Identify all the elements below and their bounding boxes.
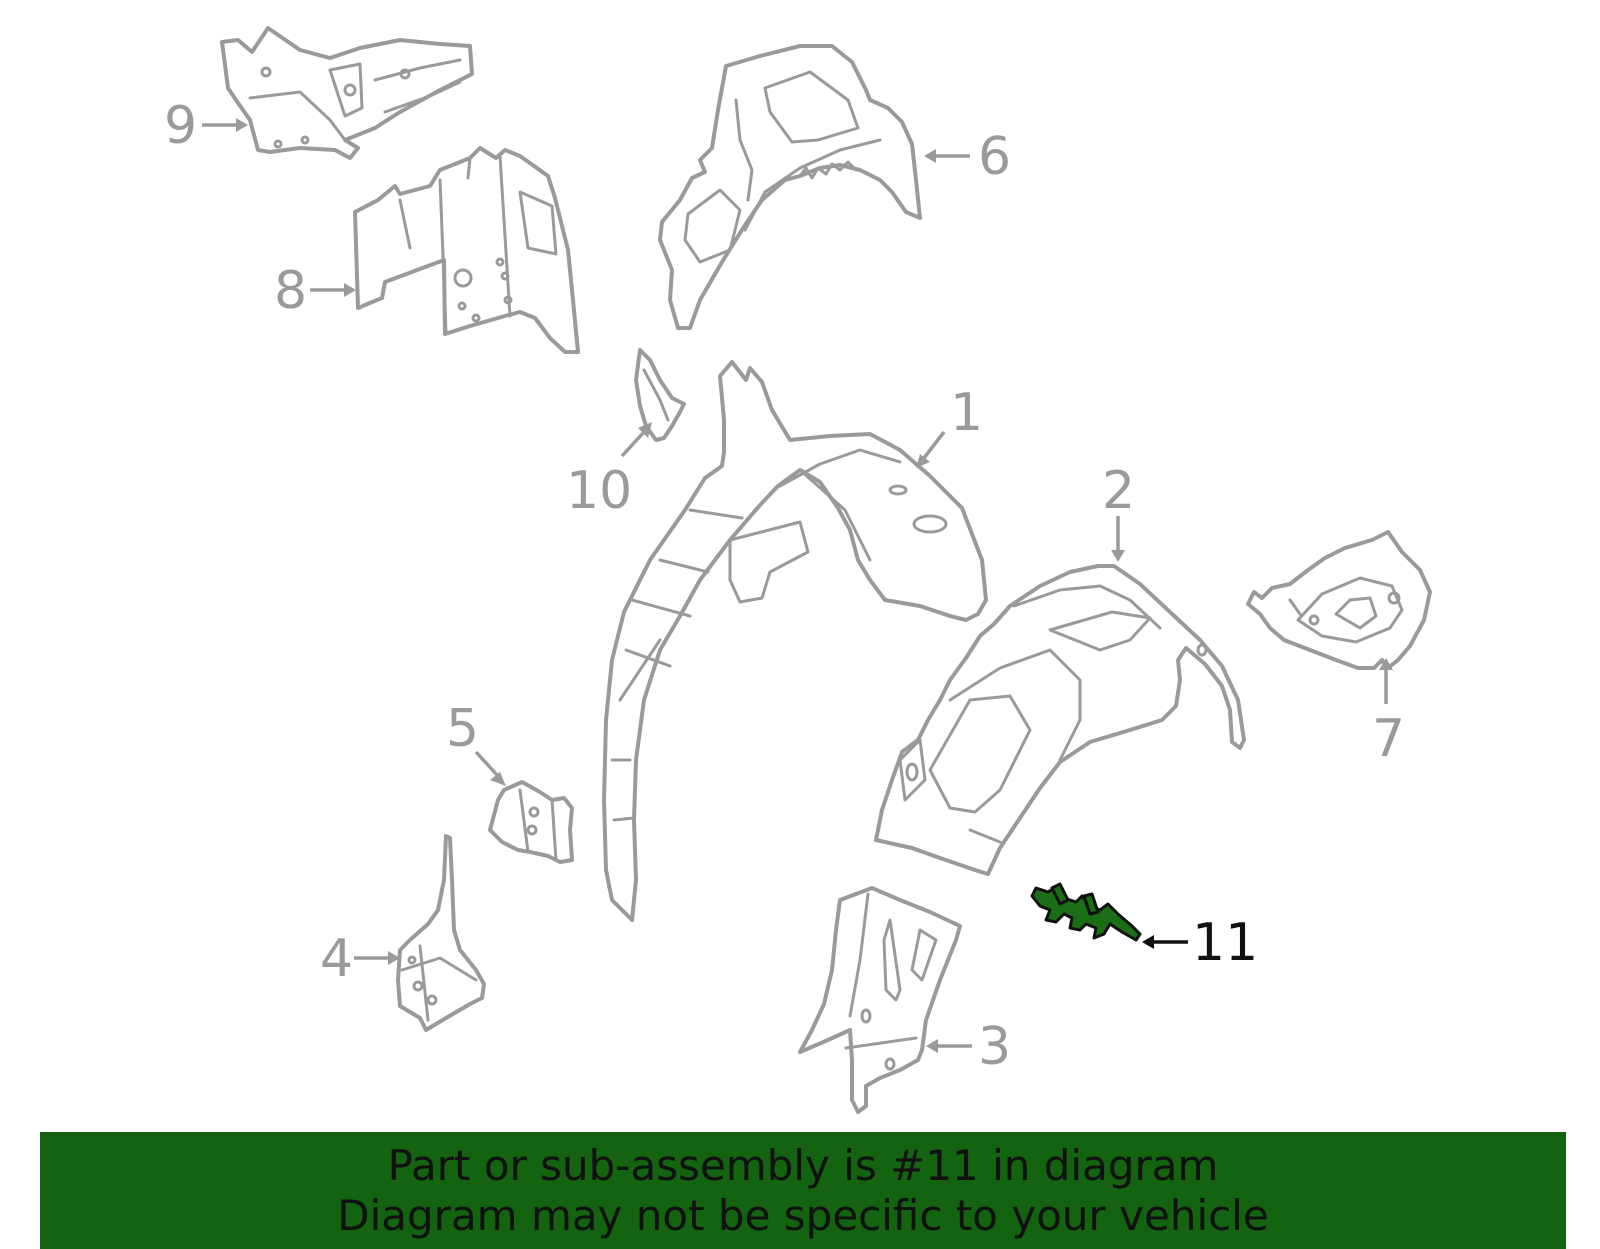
callout-7: 7	[1372, 709, 1405, 769]
callout-3: 3	[978, 1017, 1011, 1077]
info-banner: Part or sub-assembly is #11 in diagram D…	[40, 1132, 1566, 1249]
callout-2: 2	[1102, 461, 1135, 521]
callout-10: 10	[566, 461, 632, 521]
callout-4: 4	[320, 929, 353, 989]
part-6-quarter-extension[interactable]	[658, 44, 922, 330]
banner-line-1: Part or sub-assembly is #11 in diagram	[387, 1140, 1219, 1190]
callout-1: 1	[950, 383, 983, 443]
callout-8: 8	[274, 261, 307, 321]
part-7-bracket[interactable]	[1246, 530, 1432, 670]
callout-9: 9	[164, 96, 197, 156]
part-4-lower-bracket[interactable]	[396, 834, 486, 1032]
part-10-small-bracket[interactable]	[634, 348, 686, 442]
callout-11: 11	[1192, 913, 1258, 973]
callout-labels: 1 2 3 4 5 6 7 8 9 10 11	[164, 96, 1405, 1077]
part-5-small-bracket[interactable]	[488, 780, 574, 864]
part-11-reinforcement-highlighted[interactable]	[1030, 882, 1142, 942]
part-3-lower-extension[interactable]	[798, 886, 962, 1114]
parts-diagram: 1 2 3 4 5 6 7 8 9 10 11	[164, 26, 1432, 1114]
callout-5: 5	[446, 699, 479, 759]
part-9-rail-bracket[interactable]	[220, 26, 474, 160]
part-2-outer-wheelhouse[interactable]	[874, 564, 1246, 876]
callout-6: 6	[978, 127, 1011, 187]
callout-arrows	[202, 118, 1393, 1053]
part-8-inner-panel[interactable]	[353, 146, 580, 354]
part-1-inner-wheelhouse[interactable]	[602, 360, 988, 922]
banner-line-2: Diagram may not be specific to your vehi…	[337, 1190, 1269, 1240]
